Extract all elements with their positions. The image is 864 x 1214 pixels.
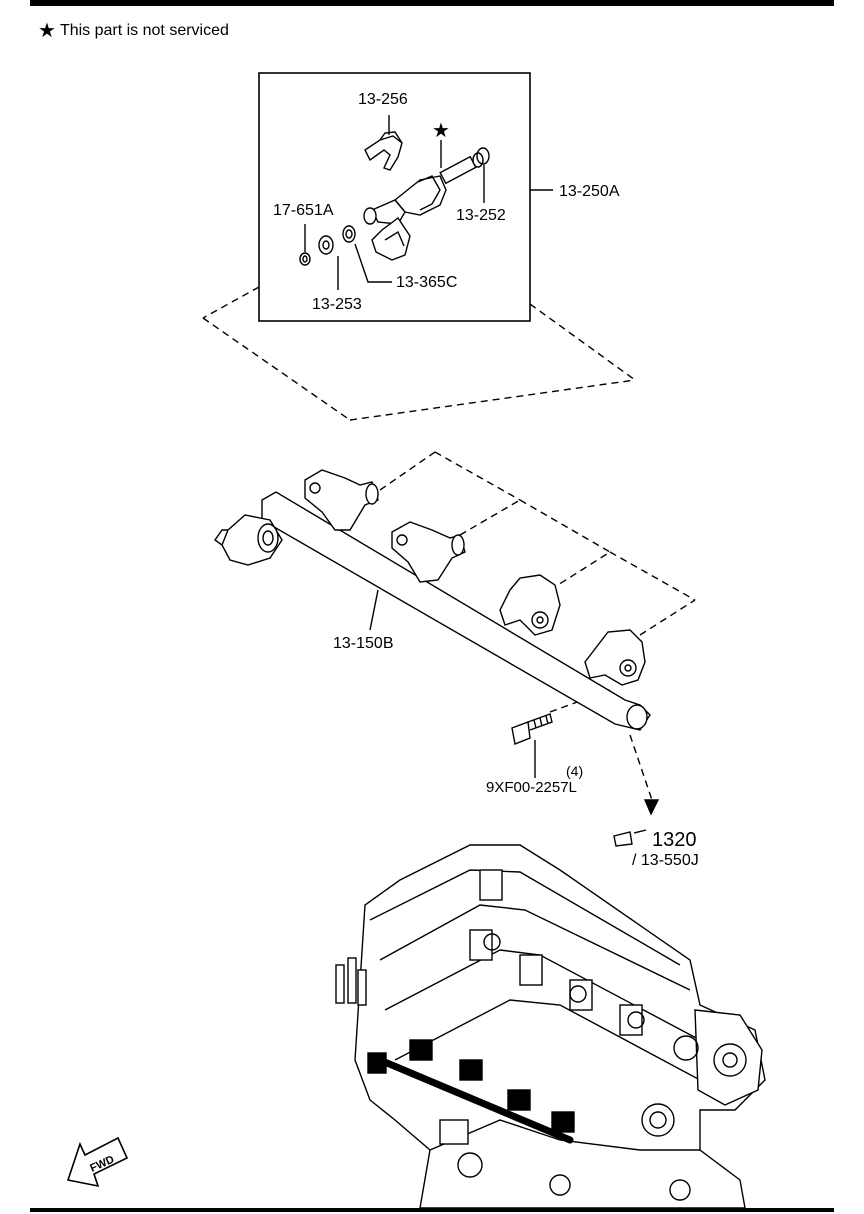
legend-note: ★ This part is not serviced bbox=[38, 18, 229, 43]
installed-fuel-rail bbox=[376, 1056, 574, 1144]
top-border bbox=[30, 0, 834, 6]
label-seal-small[interactable]: 17-651A bbox=[273, 202, 334, 219]
label-bolt-qty: (4) bbox=[566, 763, 583, 779]
lower-seal-small[interactable] bbox=[299, 252, 311, 266]
star-icon: ★ bbox=[38, 20, 56, 42]
bottom-border bbox=[30, 1208, 834, 1212]
label-washer[interactable]: 13-253 bbox=[312, 296, 362, 313]
injector-detail-box bbox=[258, 72, 531, 322]
reference-page-icon[interactable] bbox=[613, 829, 647, 847]
label-injector-assy[interactable]: 13-250A bbox=[559, 183, 620, 200]
fuel-injector[interactable] bbox=[363, 152, 484, 261]
legend-note-text: This part is not serviced bbox=[59, 21, 229, 39]
upper-oring[interactable] bbox=[476, 147, 490, 165]
lower-ring[interactable] bbox=[342, 225, 356, 243]
label-ring-mid[interactable]: 13-365C bbox=[396, 274, 457, 291]
engine-cylinder-head bbox=[335, 844, 766, 1209]
label-upper-oring[interactable]: 13-252 bbox=[456, 207, 506, 224]
label-ref-part[interactable]: / 13-550J bbox=[632, 852, 699, 869]
label-clip[interactable]: 13-256 bbox=[358, 91, 408, 108]
label-fuel-rail[interactable]: 13-150B bbox=[333, 635, 394, 652]
label-injector-star: ★ bbox=[432, 120, 450, 142]
lower-washer[interactable] bbox=[318, 235, 334, 255]
label-bolt[interactable]: 9XF00-2257L bbox=[486, 779, 577, 796]
mounting-bolt[interactable] bbox=[511, 713, 553, 745]
injector-clip[interactable] bbox=[364, 131, 403, 171]
fuel-rail[interactable] bbox=[214, 469, 651, 731]
label-ref-page[interactable]: 1320 bbox=[652, 829, 697, 851]
installed-injectors bbox=[367, 1039, 575, 1133]
forward-arrow-icon bbox=[66, 1136, 129, 1188]
